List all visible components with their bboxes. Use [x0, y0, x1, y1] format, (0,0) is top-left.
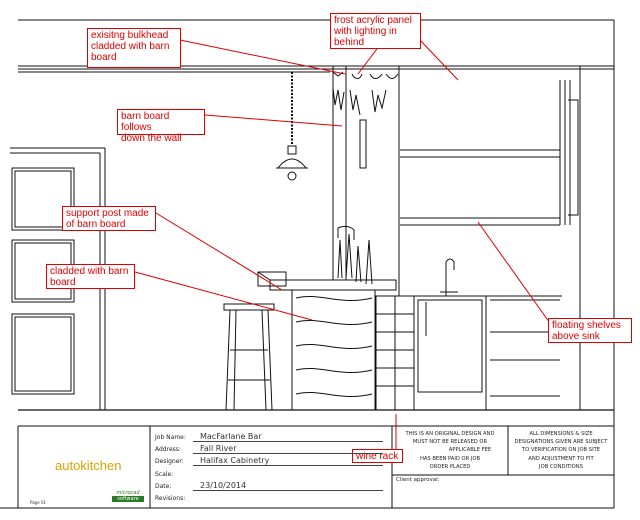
field-address: Address: Fall River	[155, 444, 387, 456]
sheet-border	[0, 19, 615, 509]
field-value: Halifax Cabinetry	[200, 456, 270, 465]
bar-stool	[223, 303, 275, 411]
conditions-line: ALL DIMENSIONS & SIZE	[529, 431, 593, 437]
floating-shelves	[400, 66, 581, 410]
field-value: Fall River	[200, 444, 237, 453]
title-block	[17, 425, 614, 508]
callout-leaders	[134, 24, 553, 452]
callout-cladded: cladded with barn board	[46, 264, 135, 289]
notice-line: MUST NOT BE RELEASED OR	[412, 439, 488, 446]
notice-line: THIS IS AN ORIGINAL DESIGN AND	[405, 431, 495, 437]
field-designer: Designer: Halifax Cabinetry	[155, 456, 387, 468]
field-underline	[193, 490, 383, 491]
field-job-name: Job Name: MacFarlane Bar	[155, 432, 387, 444]
field-label: Scale:	[155, 471, 174, 478]
field-label: Revisions:	[155, 495, 186, 502]
callout-support-post: support post made of barn board	[62, 206, 156, 231]
ceiling-lines	[18, 65, 614, 411]
microcad-logo: microcad software	[112, 490, 144, 502]
field-scale: Scale:	[155, 469, 387, 481]
notice-line: HAS BEEN PAID OR JOB	[419, 455, 481, 462]
barn-board-column	[332, 66, 400, 296]
conditions-line: DESIGNATIONS GIVEN ARE SUBJECT	[514, 439, 608, 446]
conditions-line: JOB CONDITIONS	[539, 463, 583, 470]
callout-acrylic: frost acrylic panel with lighting in beh…	[330, 13, 421, 49]
copyright-notice: THIS IS AN ORIGINAL DESIGN AND MUST NOT …	[394, 430, 506, 471]
callout-barn-wall: barn board follows down the wall	[117, 109, 205, 144]
notice-line: ORDER PLACED	[429, 463, 471, 470]
conditions-line: TO VERIFICATION ON JOB SITE	[521, 447, 601, 454]
field-value: 23/10/2014	[200, 481, 247, 490]
autokitchen-logo: autokitchen	[55, 458, 122, 473]
pendant-lamp	[276, 72, 308, 181]
microcad-logo-line1: microcad	[116, 490, 140, 496]
field-label: Address:	[155, 446, 181, 453]
callout-bulkhead: exisitng bulkhead cladded with barn boar…	[87, 28, 181, 68]
job-fields: Job Name: MacFarlane Bar Address: Fall R…	[155, 430, 387, 506]
door	[10, 147, 106, 410]
field-date: Date: 23/10/2014	[155, 481, 387, 493]
callout-wine-rack: wine rack	[352, 449, 403, 463]
wine-rack-drawing	[375, 295, 415, 411]
notice-line: APPLICABLE FEE	[448, 447, 492, 454]
bar-counter	[257, 271, 397, 410]
field-revisions: Revisions:	[155, 493, 387, 505]
field-label: Job Name:	[155, 434, 186, 441]
conditions-notice: ALL DIMENSIONS & SIZE DESIGNATIONS GIVEN…	[510, 430, 612, 471]
sink-faucet	[440, 258, 458, 296]
field-label: Designer:	[155, 458, 184, 465]
lower-cabinets	[396, 295, 562, 410]
client-approval: Client approval:	[396, 477, 440, 483]
conditions-line: AND ADJUSTMENT TO FIT	[528, 455, 594, 462]
field-underline	[193, 453, 383, 454]
field-value: MacFarlane Bar	[200, 432, 262, 441]
field-label: Date:	[155, 483, 172, 490]
field-underline	[193, 465, 383, 466]
page-tag: Page 01	[30, 500, 47, 505]
field-underline	[193, 441, 383, 442]
callout-floating-shelves: floating shelves above sink	[548, 318, 632, 343]
microcad-logo-line2: software	[112, 496, 144, 502]
